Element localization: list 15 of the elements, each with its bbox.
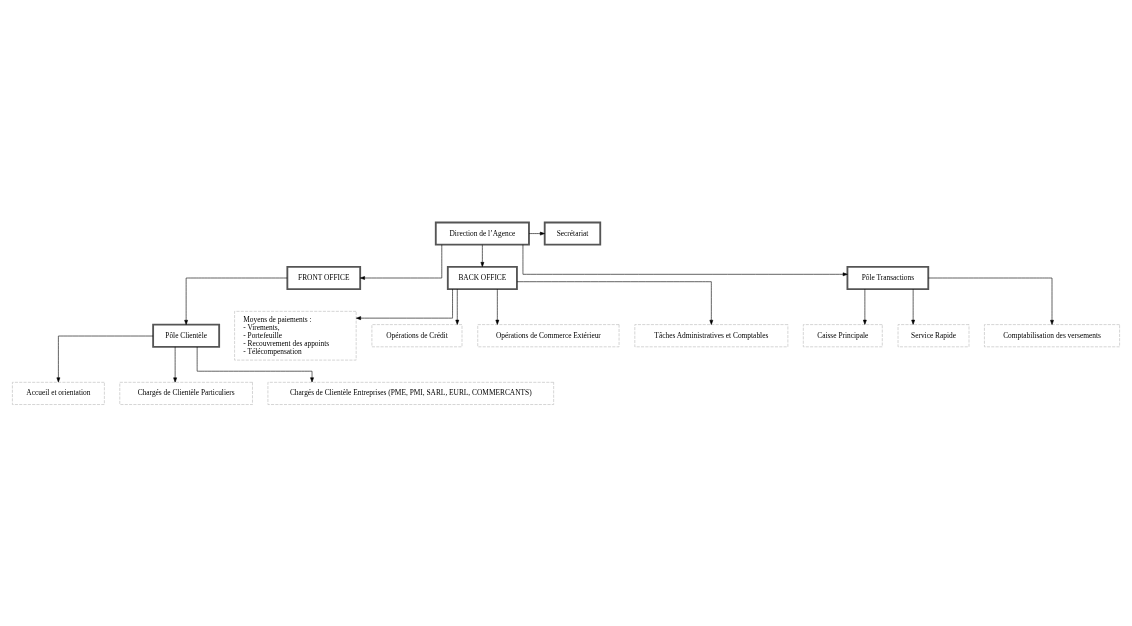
arrow	[360, 244, 443, 280]
arrow	[495, 288, 500, 325]
arrow	[196, 346, 314, 382]
arrow	[455, 288, 460, 325]
arrow	[184, 277, 288, 325]
arrow	[173, 346, 177, 382]
arrow	[522, 243, 848, 276]
arrow	[911, 288, 915, 325]
arrow	[56, 335, 154, 382]
arrow	[516, 280, 714, 325]
arrow	[528, 231, 545, 235]
arrow	[863, 288, 867, 325]
arrow	[928, 277, 1054, 325]
arrow	[480, 244, 485, 267]
arrow	[356, 288, 453, 320]
